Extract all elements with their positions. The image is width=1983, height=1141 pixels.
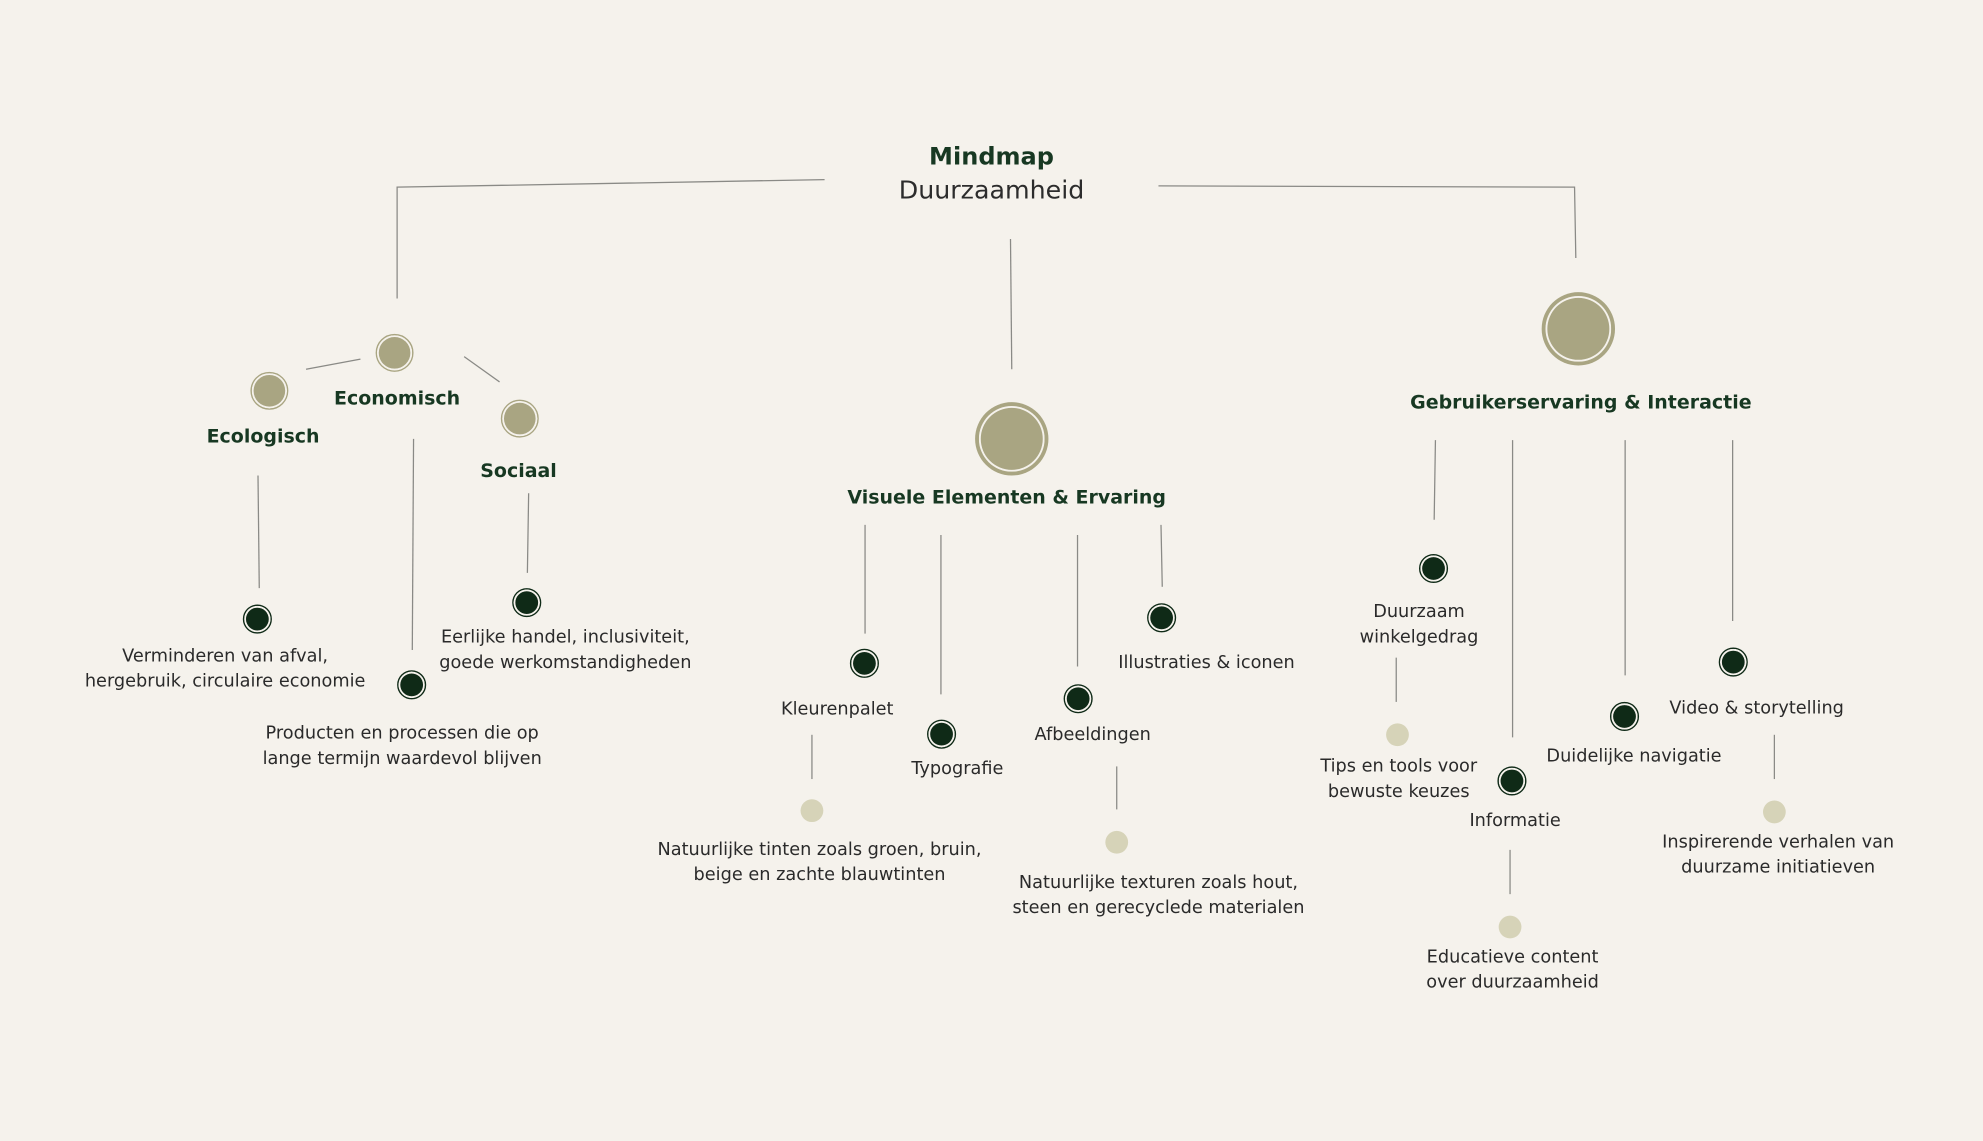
afbeeldingen-detail-node[interactable] <box>1105 830 1129 854</box>
ecologisch-label: Ecologisch <box>206 424 320 448</box>
illustraties-label: Illustraties & iconen <box>1118 652 1295 673</box>
video-node[interactable] <box>1718 647 1748 677</box>
winkelgedrag-node[interactable] <box>1418 553 1449 584</box>
visual-label: Visuele Elementen & Ervaring <box>847 485 1166 509</box>
mindmap-subtitle: Duurzaamheid <box>898 174 1085 205</box>
mindmap-title: Mindmap <box>929 142 1054 171</box>
visual-node[interactable] <box>978 405 1045 472</box>
economisch-node[interactable] <box>375 333 414 372</box>
economisch-label: Economisch <box>334 386 461 410</box>
sociaal-detail-node[interactable] <box>512 588 542 618</box>
typografie-node[interactable] <box>927 719 957 749</box>
afbeeldingen-node[interactable] <box>1063 684 1093 714</box>
video-detail: Inspirerende verhalen van duurzame initi… <box>1662 832 1895 878</box>
video-detail-node[interactable] <box>1762 800 1786 824</box>
ux-node[interactable] <box>1545 295 1612 362</box>
afbeeldingen-label: Afbeeldingen <box>1034 724 1151 745</box>
winkelgedrag-detail: Tips en tools voor bewuste keuzes <box>1320 756 1478 802</box>
link-economisch-detail <box>411 438 415 651</box>
kleurenpalet-label: Kleurenpalet <box>780 699 894 720</box>
link-root-visual <box>1009 239 1013 370</box>
link-root-sustainability <box>396 178 825 299</box>
ecologisch-detail: Verminderen van afval, hergebruik, circu… <box>84 646 366 692</box>
ux-label: Gebruikerservaring & Interactie <box>1410 390 1752 414</box>
informatie-node[interactable] <box>1497 766 1527 796</box>
kleurenpalet-detail: Natuurlijke tinten zoals groen, bruin, b… <box>657 839 982 886</box>
informatie-label: Informatie <box>1469 810 1561 831</box>
link-economisch-ecologisch <box>305 358 361 370</box>
kleurenpalet-node[interactable] <box>849 648 879 678</box>
economisch-detail: Producten en processen die op lange term… <box>262 723 542 769</box>
economisch-detail-node[interactable] <box>397 670 427 700</box>
winkelgedrag-detail-node[interactable] <box>1386 723 1409 747</box>
informatie-detail: Educatieve content over duurzaamheid <box>1426 947 1599 993</box>
sociaal-detail: Eerlijke handel, inclusiviteit, goede we… <box>439 627 692 673</box>
link-visual-illustraties <box>1160 524 1163 587</box>
link-sociaal-detail <box>526 493 530 573</box>
video-label: Video & storytelling <box>1669 698 1844 719</box>
navigatie-node[interactable] <box>1609 701 1640 731</box>
sociaal-node[interactable] <box>500 399 539 438</box>
navigatie-label: Duidelijke navigatie <box>1546 746 1722 767</box>
ecologisch-node[interactable] <box>250 371 289 410</box>
informatie-detail-node[interactable] <box>1498 915 1522 939</box>
link-root-ux <box>1158 185 1577 259</box>
afbeeldingen-detail: Natuurlijke texturen zoals hout, steen e… <box>1012 872 1305 919</box>
link-ecologisch-detail <box>257 475 260 589</box>
illustraties-node[interactable] <box>1147 603 1177 633</box>
ecologisch-detail-node[interactable] <box>242 604 272 634</box>
sociaal-label: Sociaal <box>480 459 557 482</box>
link-ux-winkelgedrag <box>1433 440 1437 520</box>
winkelgedrag-label: Duurzaam winkelgedrag <box>1359 601 1479 648</box>
link-economisch-sociaal <box>463 356 500 383</box>
typografie-label: Typografie <box>911 758 1004 780</box>
kleurenpalet-detail-node[interactable] <box>800 799 824 823</box>
